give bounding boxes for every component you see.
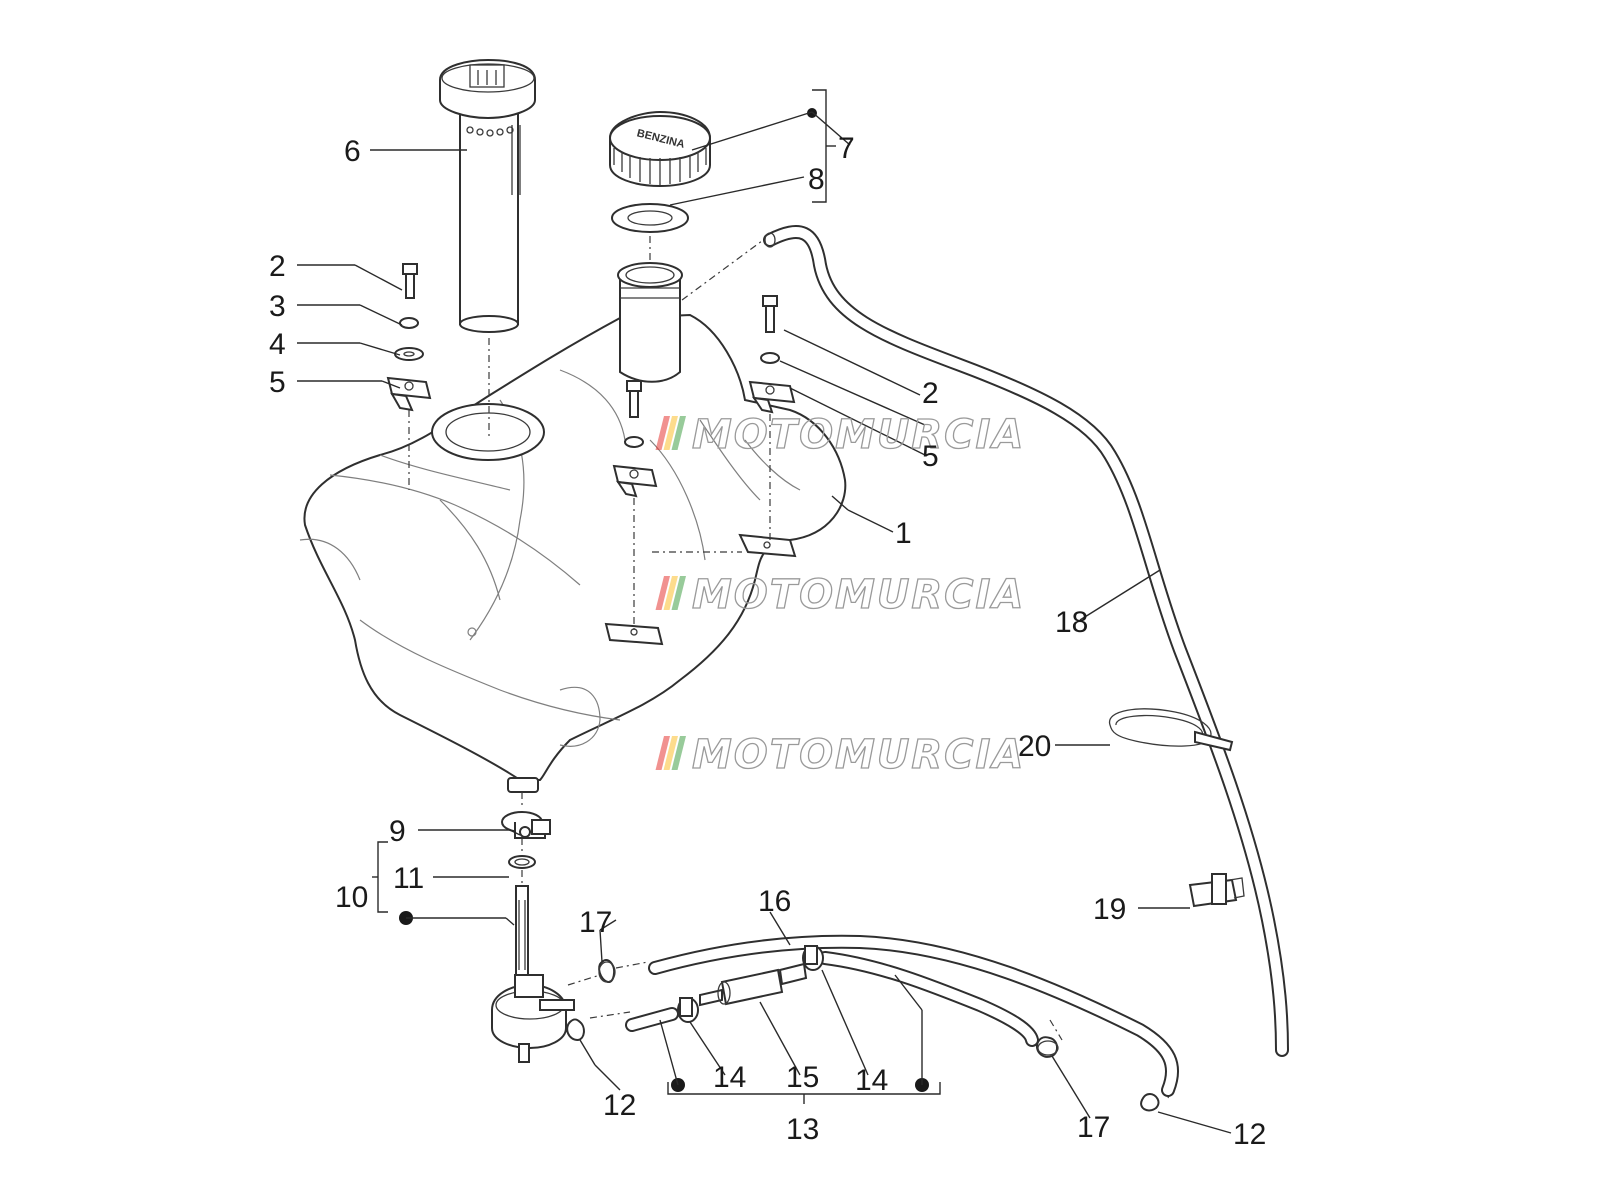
watermark-text-middle: MOTOMURCIA	[692, 572, 1025, 618]
filler-neck	[617, 262, 683, 383]
label-2-right: 2	[922, 377, 939, 410]
spring-clip-part-12-left	[566, 1018, 585, 1042]
hose-clamp-part-14-right	[802, 945, 824, 971]
label-20: 20	[1018, 730, 1051, 763]
left-fastener-stack	[386, 263, 432, 412]
label-4: 4	[269, 328, 286, 361]
label-17-right: 17	[1077, 1111, 1110, 1144]
fuel-tap-part-10	[491, 885, 575, 1063]
middle-fastener-stack	[612, 380, 658, 498]
label-13: 13	[786, 1113, 819, 1146]
label-5-right: 5	[922, 440, 939, 473]
label-12-right: 12	[1233, 1118, 1266, 1151]
label-17-left: 17	[579, 906, 612, 939]
part-number-labels: 6 7 8 2 3 4 5 2 5 1 18 20 19 9 11 10 17 …	[269, 132, 1266, 1151]
watermark-text-top: MOTOMURCIA	[692, 412, 1025, 458]
fuel-filter-part-15	[699, 962, 808, 1007]
label-8: 8	[808, 163, 825, 196]
fuel-tank-part-1	[299, 313, 847, 793]
label-12-left: 12	[603, 1089, 636, 1122]
label-6: 6	[344, 135, 361, 168]
o-ring-part-11	[508, 855, 536, 869]
grouping-brackets	[372, 89, 941, 1104]
label-14-right: 14	[855, 1064, 888, 1097]
watermark-middle: MOTOMURCIA	[655, 571, 1025, 619]
label-3: 3	[269, 290, 286, 323]
hose-clamp-part-14-left	[677, 997, 699, 1023]
hose-clamp-part-9	[501, 811, 551, 839]
fuel-hose-part-13-left	[625, 1007, 679, 1032]
breather-hose-part-18	[763, 225, 1289, 1057]
label-10: 10	[335, 881, 368, 914]
label-9: 9	[389, 815, 406, 848]
label-14-left: 14	[713, 1061, 746, 1094]
spring-clip-part-17-right	[1036, 1036, 1059, 1058]
label-5-left: 5	[269, 366, 286, 399]
leader-lines	[297, 111, 1232, 1134]
label-19: 19	[1093, 893, 1126, 926]
label-16: 16	[758, 885, 791, 918]
label-15: 15	[786, 1061, 819, 1094]
label-2-left: 2	[269, 250, 286, 283]
right-fastener-stack	[748, 295, 796, 414]
watermark-text-bottom: MOTOMURCIA	[692, 732, 1025, 778]
spring-clip-part-12-right	[1140, 1092, 1160, 1112]
watermark-bottom: MOTOMURCIA	[655, 731, 1025, 779]
fuel-cap-part-7: BENZINA	[609, 110, 711, 188]
label-1: 1	[895, 517, 912, 550]
label-18: 18	[1055, 606, 1088, 639]
spring-clip-part-17-left	[598, 959, 616, 983]
cap-seal-part-8	[611, 203, 689, 233]
label-11: 11	[393, 862, 424, 895]
hose-clip-part-19	[1188, 873, 1245, 908]
fuel-hose-part-16	[648, 934, 1179, 1097]
fuel-hose-part-13-right	[818, 951, 1039, 1047]
assembly-axis-lines	[408, 234, 1176, 1099]
label-7: 7	[838, 132, 855, 165]
cable-tie-part-20	[1109, 708, 1234, 752]
watermark-top: MOTOMURCIA	[655, 411, 1025, 459]
fuel-level-sender-part-6	[439, 58, 536, 333]
